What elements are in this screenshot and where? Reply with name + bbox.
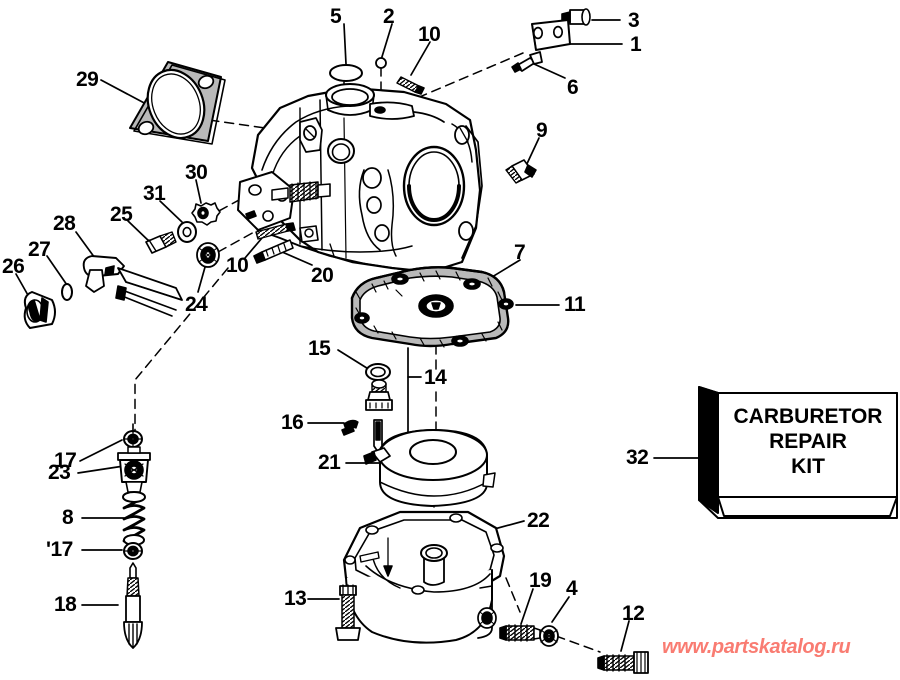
part-4-washer [539,625,559,647]
callout-16: 16 [281,411,304,434]
part-12-plug-bolt [597,651,649,674]
callout-12: 12 [622,602,645,625]
part-23-packing-nut [117,446,151,493]
callout-3: 3 [628,9,640,32]
callout-10-upper: 10 [418,23,441,46]
part-5-ring-gasket [329,64,363,82]
callout-13: 13 [284,587,307,610]
part-16-clip [341,419,359,436]
part-6-stud-screw [511,51,543,73]
callout-17-upper: 17 [54,449,77,472]
part-24-nut-washer [196,242,220,268]
repair-kit-line-2: REPAIR [769,430,847,453]
callout-14: 14 [424,366,447,389]
callout-19: 19 [529,569,552,592]
callout-30: 30 [185,161,208,184]
callout-23: 23 [48,461,71,484]
part-10-lower-roll-pin [255,222,296,240]
callout-32: 32 [626,446,649,469]
part-25-screw [145,231,177,254]
callout-29: 29 [76,68,99,91]
part-10-upper-roll-pin [396,76,425,95]
part-8-spring [122,491,146,546]
callout-21: 21 [318,451,341,474]
callout-8: 8 [62,506,74,529]
callout-20: 20 [311,264,334,287]
repair-kit-line-3: KIT [791,455,825,478]
site-watermark: www.partskatalog.ru [662,636,851,658]
part-14-needle-valve-seat [365,379,393,453]
callout-27: 27 [28,238,51,261]
part-9-plug-fitting [505,159,537,184]
callout-7: 7 [514,241,526,264]
part-13-bowl-screw [335,584,361,641]
callout-24: 24 [185,293,208,316]
callout-26: 26 [2,255,25,278]
part-32-repair-kit-box [698,386,898,519]
part-2-check-ball [375,57,387,69]
repair-kit-line-1: CARBURETOR [733,405,883,428]
callout-6: 6 [567,76,579,99]
part-20-throttle-shaft-screw [253,239,294,264]
callout-5: 5 [330,5,342,28]
part-31-flat-washer [177,221,197,243]
callout-28: 28 [53,212,76,235]
callout-11: 11 [564,293,586,316]
part-26-cam-bushing [23,291,56,329]
part-7-center-grommet [418,294,454,318]
part-28-lever-arm [82,255,183,317]
part-1-link-plate [531,19,571,51]
callout-10-lower: 10 [226,254,249,277]
callout-25: 25 [110,203,133,226]
part-27-o-ring [61,283,73,301]
part-22-float-bowl [342,510,506,644]
callout-17-lower: '17 [46,538,73,561]
part-17-upper-washer [123,423,143,448]
callout-22: 22 [527,509,550,532]
part-21-float [363,429,496,507]
callout-4: 4 [566,577,578,600]
callout-18: 18 [54,593,77,616]
part-15-seat-washer [365,363,391,381]
part-18-adjusting-needle [123,562,143,649]
callout-2: 2 [383,5,395,28]
part-19-drain-screw [499,624,541,642]
callout-15: 15 [308,337,331,360]
callout-31: 31 [143,182,166,205]
callout-1: 1 [630,33,642,56]
callout-9: 9 [536,119,548,142]
part-30-toothed-washer [191,202,221,226]
part-20-carburetor-body [237,83,483,274]
body-adjuster-threads [289,181,331,203]
part-17-lower-washer [123,542,143,560]
part-29-flange-spacer [129,61,226,145]
